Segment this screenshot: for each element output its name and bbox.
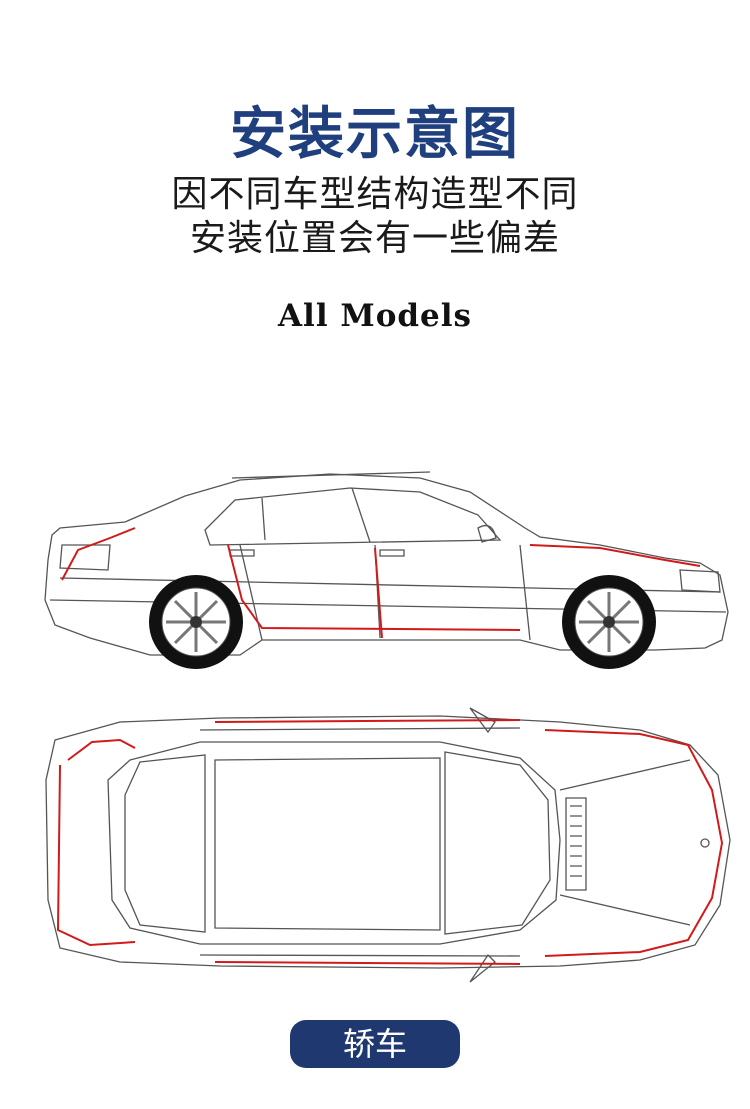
all-models-label: All Models bbox=[277, 298, 473, 334]
rear-wheel bbox=[149, 575, 243, 669]
page-title: 安装示意图 bbox=[230, 102, 520, 167]
subtitle-line-1: 因不同车型结构造型不同 bbox=[171, 174, 579, 215]
subtitle-line-2: 安装位置会有一些偏差 bbox=[189, 218, 560, 259]
front-wheel bbox=[562, 575, 656, 669]
sedan-label: 轿车 bbox=[290, 1020, 460, 1068]
